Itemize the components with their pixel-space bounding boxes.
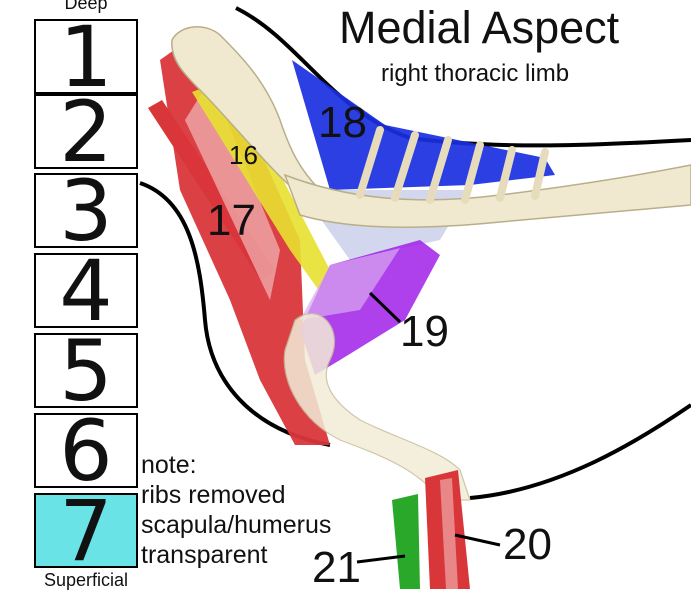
layer-5-button[interactable]: 5 <box>34 329 138 413</box>
note-line-3: scapula/humerus <box>141 511 332 539</box>
skull-bone <box>171 26 322 196</box>
muscle-label-18: 18 <box>318 98 367 147</box>
layer-2-button[interactable]: 2 <box>34 90 138 174</box>
note-line-4: transparent <box>141 541 268 569</box>
muscle-20-highlight <box>440 478 458 589</box>
leader-line-21 <box>356 554 406 564</box>
belly-outline <box>469 403 691 500</box>
muscle-label-17: 17 <box>207 196 256 245</box>
layer-6-button[interactable]: 6 <box>34 409 138 493</box>
note-line-2: ribs removed <box>141 481 286 509</box>
muscle-19-light <box>300 248 400 320</box>
muscle-18-shape <box>292 60 555 190</box>
leader-line-19 <box>368 291 402 324</box>
layer-4-button[interactable]: 4 <box>34 249 138 333</box>
note-text: note: ribs removed scapula/humerus trans… <box>141 450 331 570</box>
muscle-21-shape <box>392 494 420 589</box>
humerus-bone <box>283 313 471 501</box>
layer-3-button[interactable]: 3 <box>34 169 138 253</box>
muscle-17-highlight <box>185 80 280 300</box>
muscle-label-20: 20 <box>503 520 552 569</box>
layer-7-button[interactable]: 7 <box>34 489 138 573</box>
muscle-label-21: 21 <box>312 543 361 592</box>
chest-outline <box>139 181 331 447</box>
muscle-16-shape <box>192 78 330 292</box>
muscle-label-19: 19 <box>400 307 449 356</box>
page-subtitle: right thoracic limb <box>381 60 570 87</box>
muscle-label-16: 16 <box>229 140 258 170</box>
page-title: Medial Aspect <box>339 2 620 53</box>
deep-label: Deep <box>64 0 108 13</box>
layer-1-button[interactable]: 1 <box>34 15 138 99</box>
superficial-label: Superficial <box>43 570 129 590</box>
note-line-1: note: <box>141 451 197 479</box>
leader-line-20 <box>454 533 501 547</box>
rib-stubs <box>356 126 549 204</box>
